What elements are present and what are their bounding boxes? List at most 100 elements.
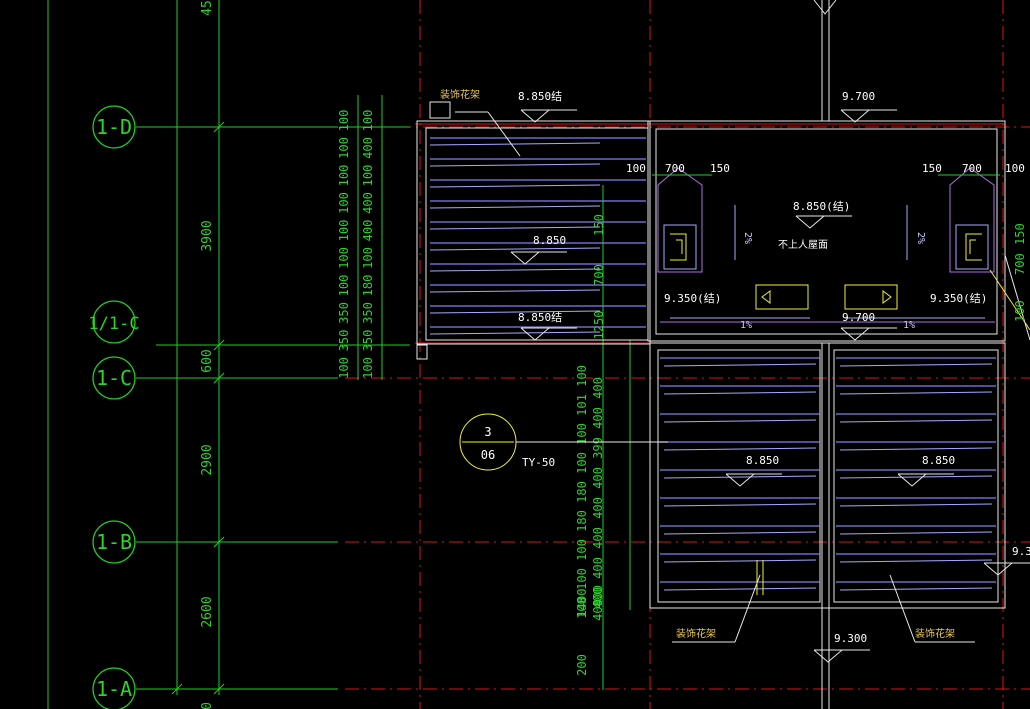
- dim-text: 100: [337, 220, 351, 242]
- axis-label: 1/1-C: [88, 314, 139, 334]
- elev-lower-left: 8.850: [746, 454, 779, 467]
- elevation-texts: 8.850结 9.700 8.850(结) 8.850 8.850结 9.700…: [518, 90, 1030, 645]
- elev-left-lower: 9.350(结): [664, 292, 721, 305]
- dim-text: 400: [591, 557, 605, 579]
- dim-text: 180: [575, 481, 589, 503]
- elevation-marker: [813, 649, 843, 663]
- dim-text: 400: [361, 220, 375, 242]
- slab-line: [663, 419, 817, 423]
- slope-bottom-right: 1%: [903, 320, 915, 331]
- slab-line: [663, 475, 817, 479]
- detail-sheet: 06: [481, 448, 495, 462]
- slab-line: [839, 587, 993, 591]
- decor-bottom-right-label: 装饰花架: [915, 627, 955, 640]
- elev-lower-right: 8.850: [922, 454, 955, 467]
- mid-dimension-texts: 1003503501001001001001001001001003503501…: [337, 110, 606, 676]
- tag-label: TY-50: [522, 456, 555, 469]
- dim-text: 100: [361, 357, 375, 379]
- slab-line: [839, 419, 993, 423]
- left-dimensions: 45 3900 600 2900 2600 0: [200, 0, 215, 709]
- dim-text: 100: [337, 137, 351, 159]
- left-slab: [416, 101, 651, 360]
- no-access-roof-label: 不上人屋面: [778, 239, 828, 251]
- dim-edge-2: 150: [1013, 223, 1027, 245]
- dim-text: 100: [361, 165, 375, 187]
- slab-line: [429, 247, 601, 251]
- slab-line: [663, 587, 817, 591]
- dim-text: 399: [591, 437, 605, 459]
- dim-text: 400: [591, 407, 605, 429]
- dim-edge-0: 100: [1013, 300, 1027, 322]
- slab-line: [429, 289, 601, 293]
- slab-line: [663, 531, 817, 535]
- slab-line: [663, 363, 817, 367]
- elev-top-right: 9.700: [842, 90, 875, 103]
- slab-line: [429, 310, 601, 314]
- elev-right-lower: 9.350(结): [930, 292, 987, 305]
- dim-bottom-partial: 0: [200, 702, 215, 709]
- elev-center: 8.850(结): [793, 200, 850, 213]
- axis-bubble-1-D: 1-D: [92, 105, 136, 149]
- axis-label: 1-D: [96, 115, 132, 139]
- dim-text: 100: [337, 247, 351, 269]
- axis-label: 1-B: [96, 530, 132, 554]
- elevation-marker: [840, 327, 870, 341]
- dim-text: 400: [591, 497, 605, 519]
- axis-label: 1-C: [96, 366, 132, 390]
- elevation-marker: [795, 215, 825, 229]
- elevation-marker: [520, 109, 550, 123]
- axis-bubble-1-A: 1-A: [92, 667, 136, 709]
- detail-callout: 3 06 TY-50: [459, 413, 668, 471]
- dim-text: 350: [361, 302, 375, 324]
- elevation-marker: [897, 473, 927, 487]
- dim-text: 400: [361, 192, 375, 214]
- red-centerlines: [345, 0, 1030, 709]
- slab-line: [429, 331, 601, 335]
- slab-line: [839, 447, 993, 451]
- dim-c11-to-c: 600: [200, 349, 215, 372]
- dim-text: 100: [337, 275, 351, 297]
- dim-text: 350: [361, 330, 375, 352]
- annotation-labels: 装饰花架 装饰花架 装饰花架 不上人屋面 2% 2% 1% 1%: [440, 88, 955, 640]
- dim-text: 180: [361, 275, 375, 297]
- dim-text: 100: [575, 423, 589, 445]
- dim-right-a: 150: [922, 162, 942, 175]
- slab-line: [839, 531, 993, 535]
- dim-text: 100: [361, 110, 375, 132]
- dim-text: 400: [591, 587, 605, 609]
- dim-left-c: 150: [710, 162, 730, 175]
- decor-bottom-left-label: 装饰花架: [676, 627, 716, 640]
- slab-line: [839, 475, 993, 479]
- dim-text: 400: [591, 599, 605, 621]
- dim-text: 1400: [575, 589, 589, 618]
- slab-line: [663, 391, 817, 395]
- dim-text: 180: [575, 510, 589, 532]
- dim-text: 400: [591, 585, 605, 607]
- dim-text: 150: [592, 214, 606, 236]
- dim-b-to-a: 2600: [200, 596, 215, 627]
- axis-label: 1-A: [96, 677, 132, 701]
- dim-text: 400: [361, 137, 375, 159]
- mid-dimension-chains: [340, 95, 631, 690]
- dim-text: 350: [337, 302, 351, 324]
- axis-grid: [47, 0, 338, 709]
- elevation-marker: [840, 109, 870, 123]
- elev-right-edge: 9.3: [1012, 545, 1030, 558]
- slab-line: [429, 205, 601, 209]
- elevation-marker: [983, 562, 1013, 576]
- elev-left-mid: 8.850: [533, 234, 566, 247]
- elev-left-bottom: 8.850结: [518, 311, 562, 324]
- dim-text: 100: [575, 597, 589, 619]
- dim-text: 400: [591, 467, 605, 489]
- dim-text: 100: [337, 357, 351, 379]
- slab-line: [839, 391, 993, 395]
- slab-line: [839, 363, 993, 367]
- dim-text: 100: [575, 568, 589, 590]
- elevation-markers: [510, 109, 1030, 663]
- dim-text: 100: [337, 110, 351, 132]
- dim-text: 400: [591, 377, 605, 399]
- slope-left: 2%: [742, 232, 753, 244]
- dim-left-b: 700: [665, 162, 685, 175]
- elevation-marker: [725, 473, 755, 487]
